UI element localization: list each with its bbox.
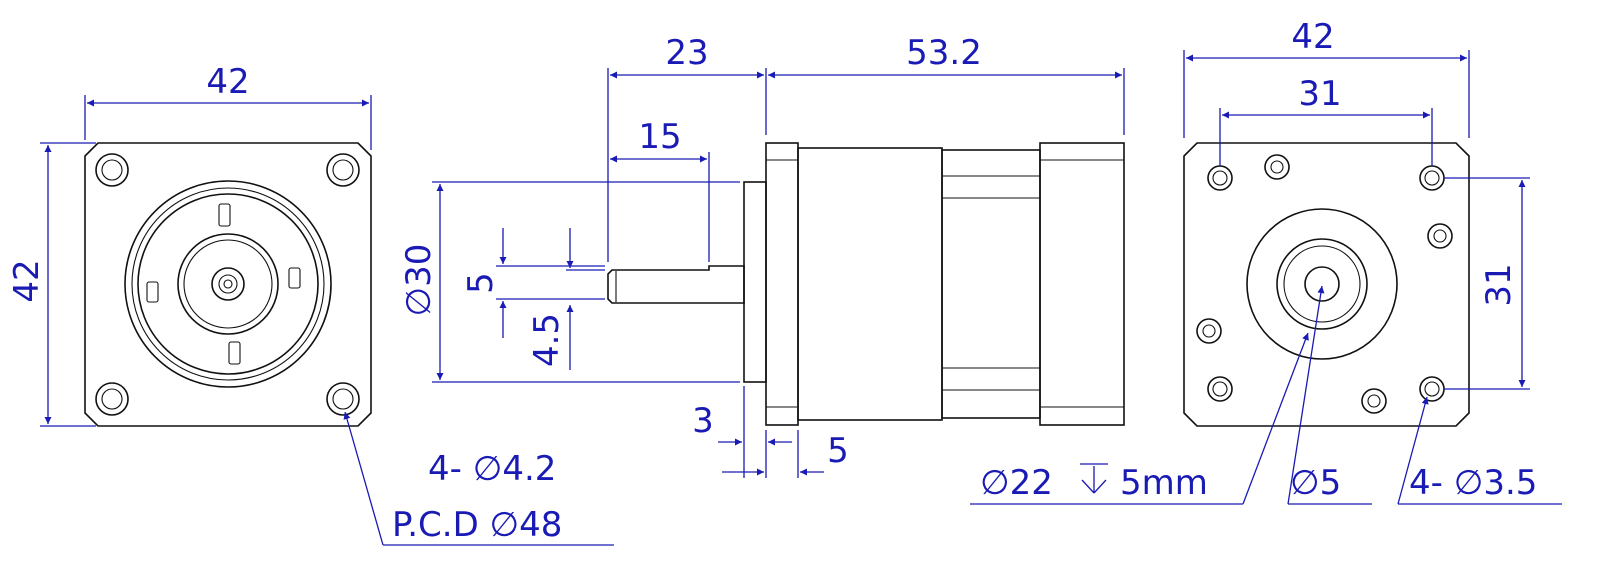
- front-hole-callout-2: P.C.D ∅48: [392, 505, 562, 545]
- front-height-dimension: 42: [7, 142, 96, 427]
- rear-hole-callout-label: 4- ∅3.5: [1409, 463, 1537, 503]
- rear-outline: [1183, 142, 1470, 427]
- rear-width-dimension: 42: [1183, 17, 1470, 138]
- flange-diameter-label: ∅30: [399, 244, 439, 317]
- pilot-length-dimension: 3: [692, 386, 792, 478]
- front-hole-leader: 4- ∅4.2 P.C.D ∅48: [343, 411, 614, 546]
- flange-diameter-dimension: ∅30: [399, 181, 740, 383]
- pilot-length-label: 3: [692, 401, 714, 441]
- rear-hole-spacing-x: 31: [1219, 74, 1433, 166]
- shaft-length-dimension: 23: [607, 33, 767, 262]
- shaft-height-label: 5: [461, 272, 501, 294]
- shaft-diameter-label: ∅5: [1290, 463, 1341, 503]
- shaft-callout: ∅5: [1287, 285, 1372, 505]
- flat-height-dimension: 4.5: [527, 228, 605, 370]
- side-front-flange: [765, 142, 799, 426]
- side-view: 23 53.2 15 ∅30 5: [399, 33, 1125, 478]
- side-motor-mid: [941, 149, 1041, 419]
- body-length-dimension: 53.2: [768, 33, 1125, 135]
- side-shaft: [607, 265, 745, 304]
- flange-length-label: 5: [827, 431, 849, 471]
- rear-hole-spacing-y-label: 31: [1479, 263, 1519, 306]
- front-flange-outline: [84, 142, 372, 427]
- shaft-length-label: 23: [665, 33, 708, 73]
- bore-depth-label: 5mm: [1120, 463, 1208, 503]
- depth-symbol-icon: [1080, 463, 1108, 494]
- shaft-height-dimension: 5: [461, 228, 605, 338]
- front-hole-callout-1: 4- ∅4.2: [428, 449, 556, 489]
- front-width-dimension: 42: [84, 62, 372, 150]
- rear-hole-callout: 4- ∅3.5: [1397, 396, 1562, 505]
- side-rear-cap: [1039, 142, 1125, 426]
- bore-callout: ∅22 5mm: [970, 332, 1309, 505]
- rear-width-label: 42: [1291, 17, 1334, 57]
- flange-length-dimension: 5: [722, 430, 849, 478]
- side-gearbox: [797, 147, 943, 421]
- rear-hole-spacing-y: 31: [1444, 177, 1530, 390]
- front-width-label: 42: [206, 62, 249, 102]
- rear-hole-spacing-x-label: 31: [1298, 74, 1341, 114]
- flat-length-label: 15: [638, 117, 681, 157]
- flat-length-dimension: 15: [610, 117, 710, 262]
- flat-height-label: 4.5: [527, 313, 567, 367]
- bore-diameter-label: ∅22: [980, 463, 1053, 503]
- front-gearbox-face: [124, 180, 332, 388]
- side-pilot: [743, 181, 767, 383]
- front-height-label: 42: [7, 259, 47, 302]
- rear-holes: [1196, 154, 1453, 414]
- body-length-label: 53.2: [906, 33, 982, 73]
- rear-boss: [1246, 208, 1398, 360]
- front-mount-holes: [95, 153, 360, 416]
- rear-view: 42 31 31 ∅22 5m: [970, 17, 1562, 505]
- front-view: 42 42 4- ∅4.2 P.C.D ∅48: [7, 62, 614, 546]
